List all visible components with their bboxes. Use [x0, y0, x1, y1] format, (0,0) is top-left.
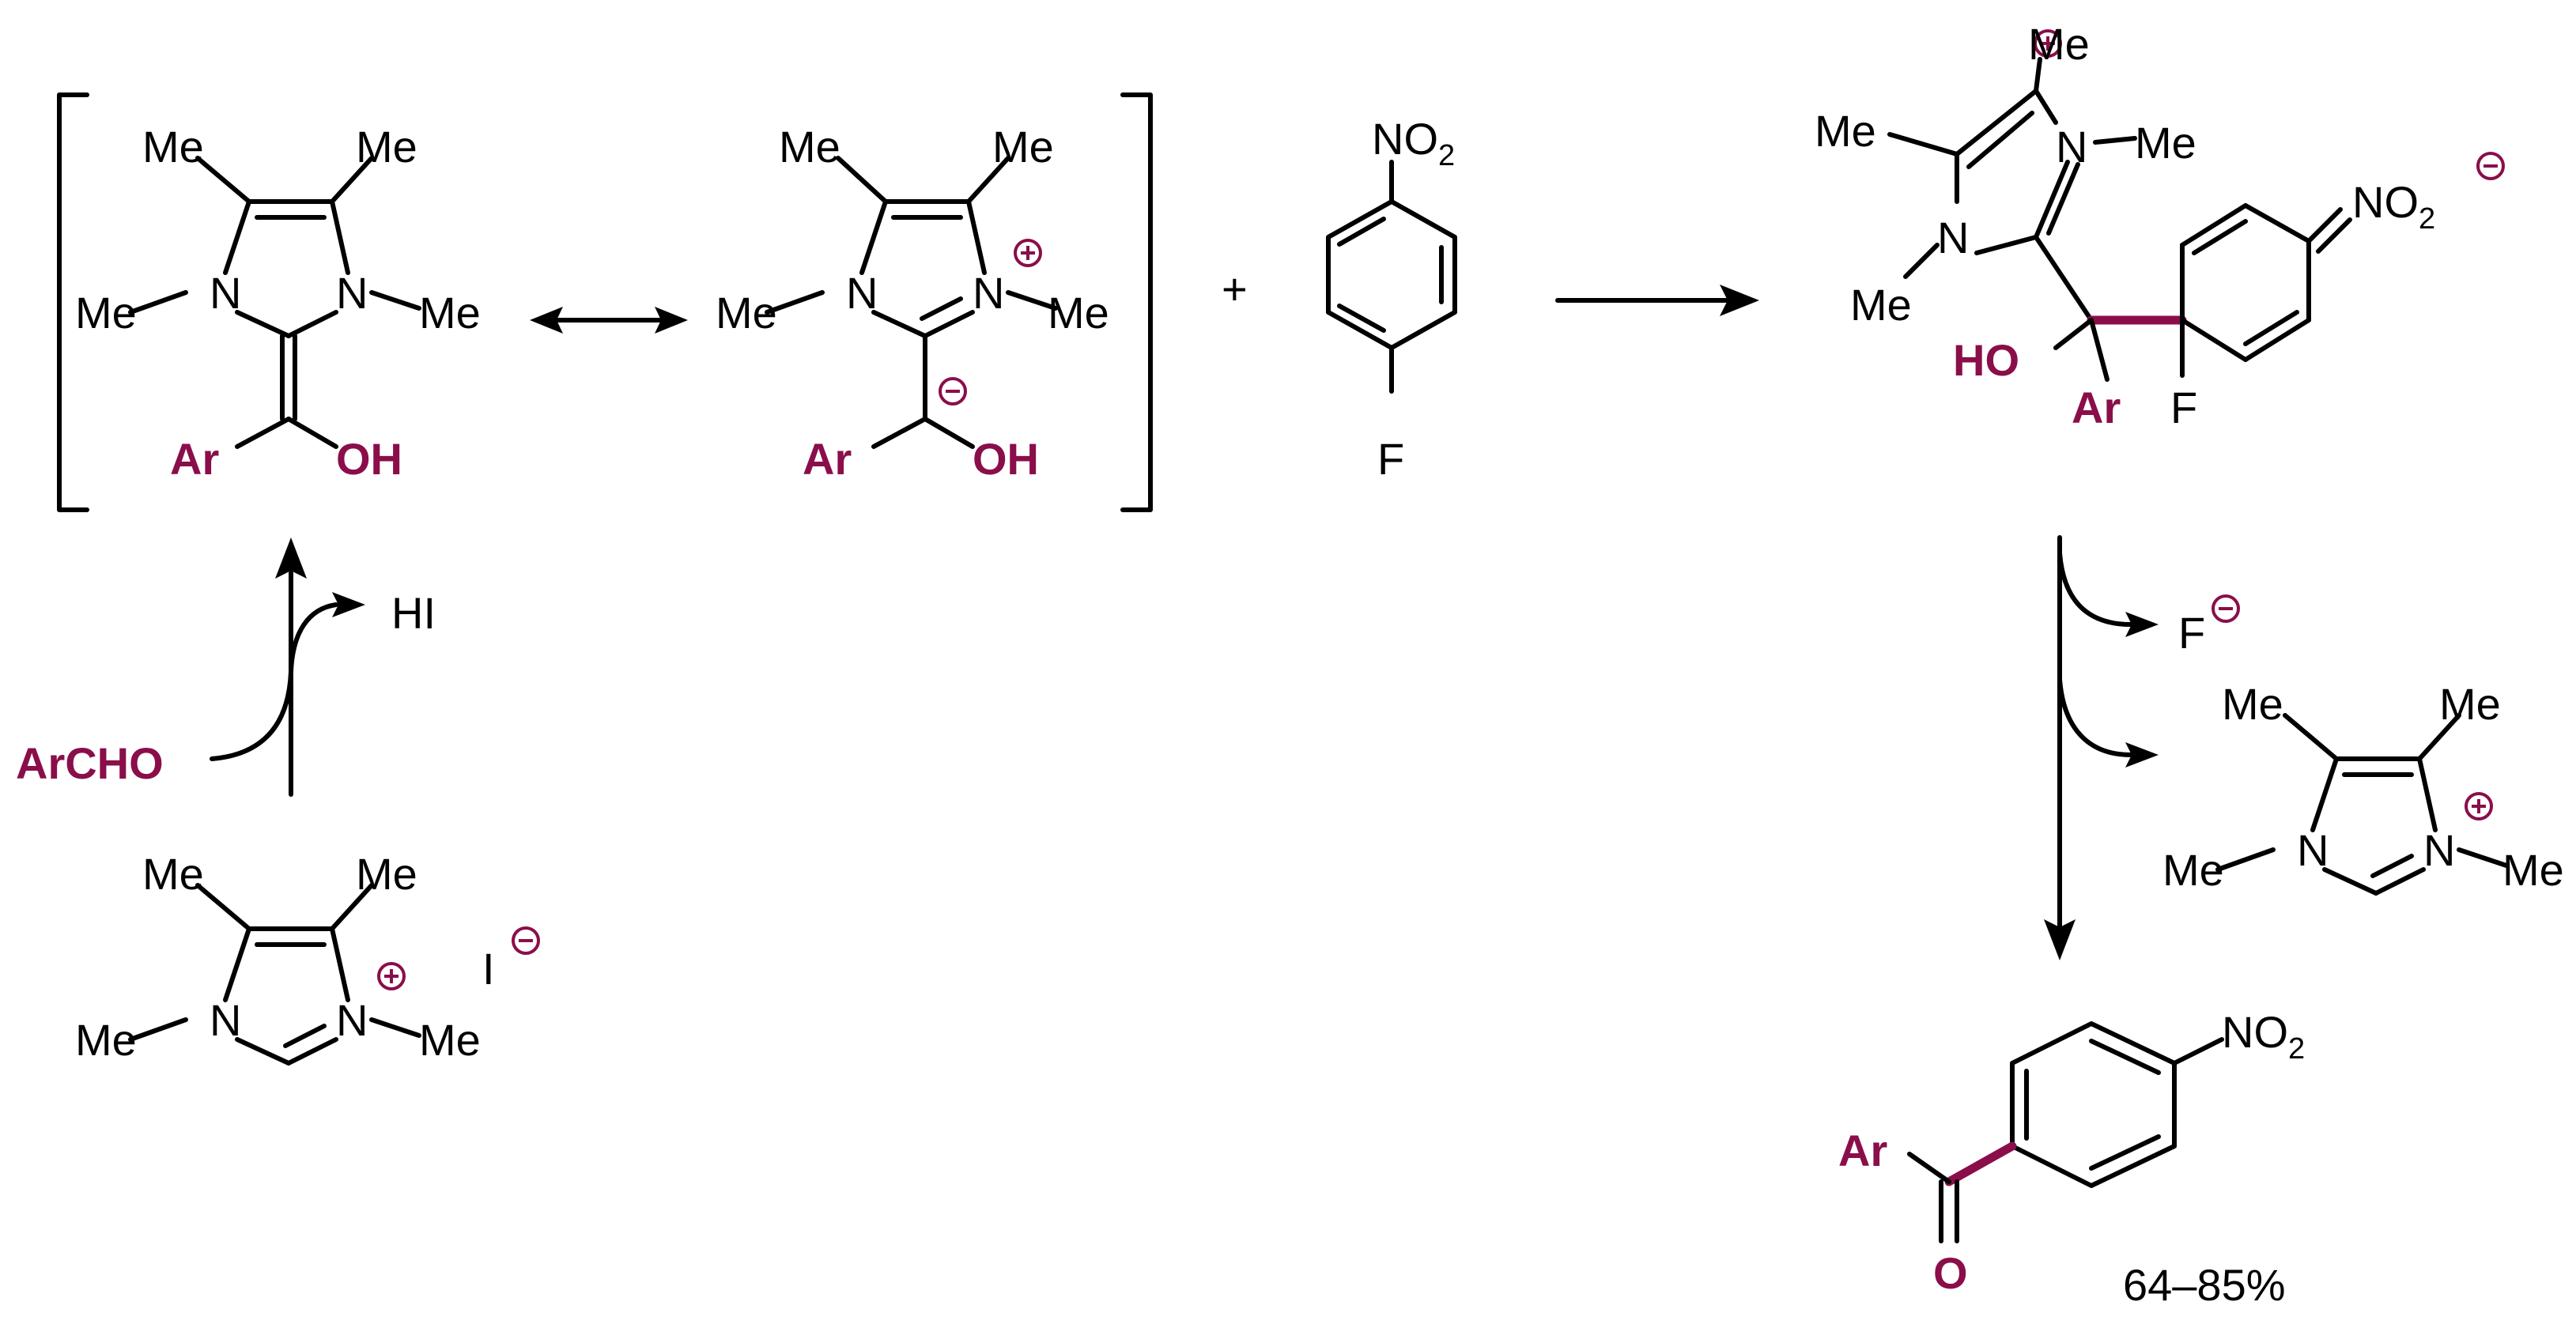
ar-group: Ar — [170, 434, 219, 484]
resonance-arrow — [530, 307, 688, 334]
yield-text: 64–85% — [2123, 1260, 2286, 1310]
me-label: Me — [419, 288, 481, 338]
me-label: Me — [1048, 288, 1109, 338]
n-atom: N — [2056, 122, 2087, 172]
carbonyl-oxygen: O — [1933, 1248, 1968, 1298]
nitro-group: NO2 — [2222, 1007, 2305, 1066]
me-label: Me — [2222, 679, 2283, 729]
n-atom: N — [336, 995, 368, 1045]
n-atom: N — [1937, 213, 1969, 262]
n-atom: N — [210, 268, 241, 318]
fluoronitrobenzene: NO2 F — [1326, 114, 1457, 484]
formation-arrow: HI ArCHO — [16, 538, 436, 797]
nitronate-group: NO2 — [2352, 177, 2435, 236]
n-atom: N — [210, 995, 241, 1045]
ar-group: Ar — [1838, 1126, 1887, 1175]
me-label: Me — [142, 122, 204, 172]
elimination-arrow: F — [2044, 535, 2240, 960]
me-label: Me — [992, 122, 1054, 172]
me-label: Me — [1850, 280, 1912, 330]
iodide-ion: I — [482, 944, 495, 994]
fluorine-atom: F — [1377, 434, 1404, 484]
me-label: Me — [2439, 679, 2501, 729]
me-label: Me — [75, 288, 137, 338]
nitro-group: NO2 — [1372, 114, 1455, 172]
me-label: Me — [779, 122, 840, 172]
imidazolium-iodide: Me Me N N Me Me I — [75, 849, 540, 1066]
me-label: Me — [1815, 106, 1876, 156]
me-label: Me — [419, 1015, 481, 1065]
me-label: Me — [2135, 118, 2196, 168]
me-label: Me — [75, 1015, 137, 1065]
breslow-zwitterion: Me Me N N Me Me Ar OH — [716, 122, 1109, 484]
aldehyde-label: ArCHO — [16, 738, 164, 788]
hydroxyl-group: HO — [1953, 335, 2019, 385]
hydrogen-iodide: HI — [391, 588, 436, 638]
n-atom: N — [336, 268, 368, 318]
right-bracket — [1120, 92, 1153, 512]
me-label: Me — [716, 288, 777, 338]
hydroxyl-group: OH — [973, 434, 1039, 484]
me-label: Me — [2502, 845, 2564, 895]
breslow-enol: Me Me N N Me Me Ar OH — [75, 122, 481, 484]
me-label: Me — [2162, 845, 2224, 895]
n-atom: N — [2297, 825, 2329, 875]
ketone-product: NO2 Ar O 64–85% — [1838, 1007, 2305, 1310]
reaction-arrow — [1555, 285, 1759, 316]
n-atom: N — [973, 268, 1004, 318]
me-label: Me — [356, 849, 417, 899]
fluorine-atom: F — [2170, 383, 2197, 432]
left-bracket — [57, 92, 89, 512]
n-atom: N — [846, 268, 878, 318]
ar-group: Ar — [803, 434, 852, 484]
fluoride-ion: F — [2178, 608, 2205, 658]
me-label: Me — [2028, 19, 2090, 69]
hydroxyl-group: OH — [336, 434, 402, 484]
n-atom: N — [2423, 825, 2455, 875]
plus-sign: + — [1222, 264, 1248, 314]
me-label: Me — [356, 122, 417, 172]
meisenheimer-adduct: Me Me N Me N Me HO Ar F NO2 — [1815, 19, 2505, 432]
me-label: Me — [142, 849, 204, 899]
ar-group: Ar — [2072, 383, 2121, 432]
released-imidazolium: Me Me N N Me Me — [2162, 679, 2564, 896]
